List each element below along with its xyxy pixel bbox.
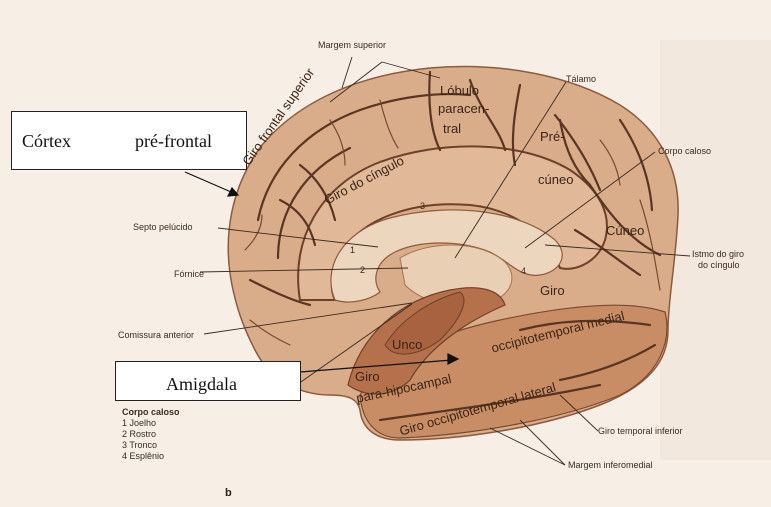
legend-title: Corpo caloso (122, 407, 180, 418)
legend-item: 1 Joelho (122, 418, 180, 429)
gyrus-tral: tral (443, 122, 461, 135)
label-septo-pelucido: Septo pelúcido (133, 223, 193, 232)
gyrus-giro-left: Giro (355, 370, 380, 383)
label-istmo-cingulo: do cíngulo (698, 261, 740, 270)
label-corpo-caloso: Corpo caloso (658, 147, 711, 156)
gyrus-pre: Pré- (540, 130, 565, 143)
label-margem-superior: Margem superior (318, 41, 386, 50)
gyrus-paracen: paracen- (438, 102, 489, 115)
amigdala-callout: Amigdala (115, 361, 301, 401)
marker-3: 3 (420, 202, 425, 211)
gyrus-cuneo: Cúneo (606, 224, 644, 237)
amigdala-label: Amigdala (166, 374, 237, 395)
label-giro-temporal-inferior: Giro temporal inferior (598, 427, 683, 436)
figure-letter: b (225, 487, 232, 499)
legend-item: 3 Tronco (122, 440, 180, 451)
label-talamo: Tálamo (566, 75, 596, 84)
gyrus-unco: Unco (392, 338, 422, 351)
label-comissura-anterior: Comissura anterior (118, 331, 194, 340)
label-fornice: Fórnice (174, 270, 204, 279)
cortex-prefrontal-callout: Córtex pré-frontal (11, 111, 247, 170)
cortex-label: Córtex (22, 131, 71, 152)
gyrus-giro-right: Giro (540, 284, 565, 297)
gyrus-cuneo-pre: cúneo (538, 173, 573, 186)
prefrontal-label: pré-frontal (135, 131, 212, 152)
marker-4: 4 (521, 267, 526, 276)
legend-item: 2 Rostro (122, 429, 180, 440)
label-istmo-giro: Istmo do giro (692, 250, 744, 259)
marker-2: 2 (360, 266, 365, 275)
legend: Corpo caloso 1 Joelho 2 Rostro 3 Tronco … (122, 407, 180, 462)
gyrus-lobulo: Lóbulo (440, 84, 479, 97)
label-margem-inferomedial: Margem inferomedial (568, 461, 653, 470)
marker-1: 1 (350, 246, 355, 255)
legend-item: 4 Esplênio (122, 451, 180, 462)
